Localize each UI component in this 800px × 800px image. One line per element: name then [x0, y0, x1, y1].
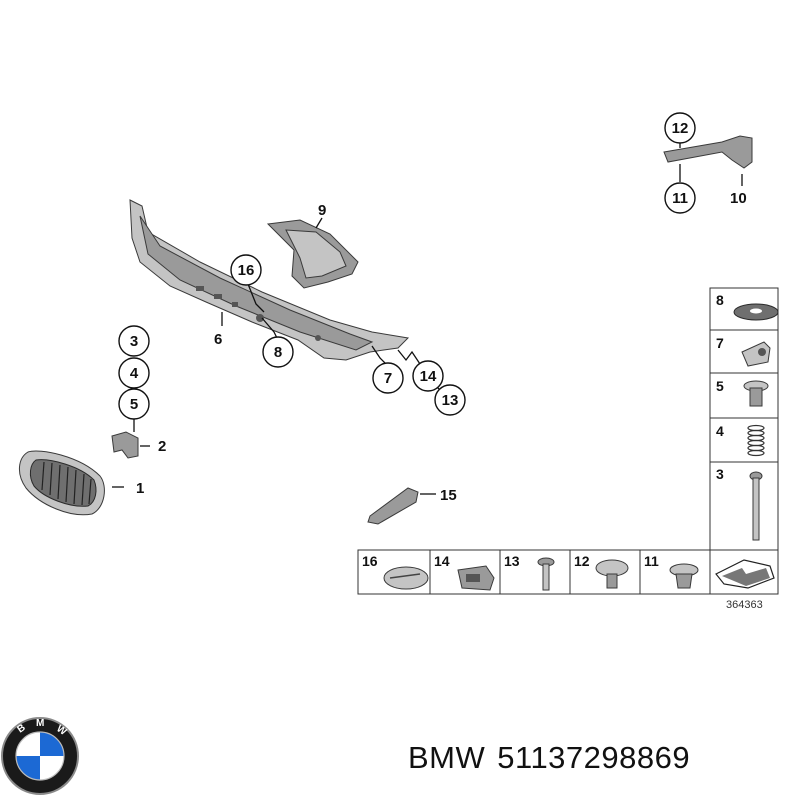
callout-circle: 8 [262, 336, 294, 368]
strip-part [367, 487, 436, 525]
side-panel-part [266, 217, 359, 289]
cell-label: 13 [504, 553, 520, 569]
cell-label: 14 [434, 553, 450, 569]
callout-label: 2 [158, 438, 166, 455]
part-caption: BMW 51137298869 [408, 740, 690, 776]
callout-label: 6 [214, 331, 222, 348]
cell-label: 12 [574, 553, 590, 569]
diagram-reference-number: 364363 [726, 599, 763, 611]
svg-text:M: M [36, 718, 44, 729]
callout-circle: 5 [118, 388, 150, 420]
cell-label: 4 [716, 423, 724, 439]
callout-label: 14 [420, 368, 437, 385]
callout-label: 15 [440, 487, 457, 504]
callout-label: 3 [130, 333, 138, 350]
callout-circle: 4 [118, 357, 150, 389]
cell-label: 5 [716, 378, 724, 394]
callout-circle: 12 [664, 112, 696, 144]
callout-label: 16 [238, 262, 255, 279]
cell-label: 11 [644, 553, 659, 569]
callout-label: 4 [130, 365, 139, 382]
callout-circle: 14 [412, 360, 444, 392]
fastener-bottom-row: 16 14 13 12 11 [357, 549, 779, 595]
cell-label: 3 [716, 466, 724, 482]
trim-piece-part [663, 135, 753, 186]
brand-name: BMW [408, 740, 486, 775]
callout-label: 12 [672, 120, 689, 137]
callout-label: 10 [730, 190, 747, 207]
callout-label: 1 [136, 480, 144, 497]
callout-circle: 7 [372, 362, 404, 394]
fastener-side-column: 8 7 5 4 3 [709, 287, 779, 551]
kidney-grille-part [19, 450, 124, 516]
cowl-panel-part [129, 199, 410, 361]
cell-label: 16 [362, 553, 378, 569]
bracket-part [111, 416, 150, 459]
callout-label: 13 [442, 392, 459, 409]
callout-circle: 13 [434, 384, 466, 416]
callout-circle: 11 [664, 182, 696, 214]
callout-label: 5 [130, 396, 138, 413]
callout-label: 8 [274, 344, 282, 361]
callout-circle: 3 [118, 325, 150, 357]
cell-label: 8 [716, 292, 724, 308]
callout-label: 7 [384, 370, 392, 387]
bmw-logo: B M W [1, 717, 79, 795]
callout-circle: 16 [230, 254, 262, 286]
callout-label: 11 [672, 190, 688, 207]
cell-label: 7 [716, 335, 724, 351]
callout-label: 9 [318, 202, 326, 219]
part-number: 51137298869 [497, 740, 691, 775]
